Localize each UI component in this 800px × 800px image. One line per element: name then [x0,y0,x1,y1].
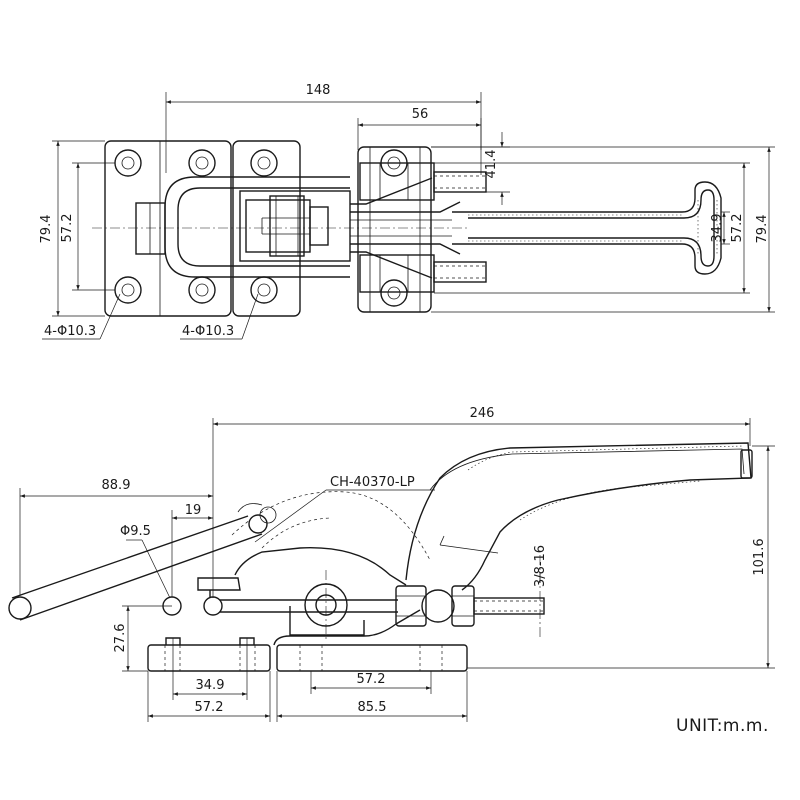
latch-loop [164,176,350,278]
left-base-plate [104,140,232,317]
dim-right-57-2: 57.2 [730,214,745,243]
dim-148: 148 [306,83,331,98]
dim-101-6: 101.6 [752,538,767,575]
right-base-plate [232,140,301,317]
dim-27-6: 27.6 [113,624,128,653]
stud-top [433,171,487,193]
dim-41-4: 41.4 [484,150,499,179]
dim-left-57-2: 57.2 [60,214,75,243]
dim-34-9: 34.9 [196,678,225,693]
top-view: 148 56 41.4 79.4 57.2 34.9 57.2 79. [39,83,775,340]
dim-88-9: 88.9 [102,478,131,493]
dim-57-2-right: 57.2 [357,672,386,687]
stud-assembly [395,585,545,627]
thread-label: 3/8-16 [533,545,548,587]
dim-246: 246 [470,406,495,421]
stud-bottom [433,261,487,283]
dim-right-34-9: 34.9 [710,214,725,243]
dim-left-79-4: 79.4 [39,215,54,244]
handle-side [405,442,753,591]
model-label: CH-40370-LP [330,475,415,490]
dim-85-5: 85.5 [358,700,387,715]
body-flange [357,146,435,313]
dim-19: 19 [185,503,202,518]
unit-label: UNIT:m.m. [676,716,769,736]
callout-holes-right: 4-Φ10.3 [182,324,234,339]
lever-arm [8,503,277,621]
clamp-body [162,547,421,646]
clevis [239,190,351,262]
bases [147,637,468,672]
dim-57-2-left: 57.2 [195,700,224,715]
side-view: 246 88.9 19 Φ9.5 CH-40370-LP 3/8-16 101.… [8,406,775,722]
dim-56: 56 [412,107,429,122]
callout-holes-left: 4-Φ10.3 [44,324,96,339]
dim-right-79-4: 79.4 [755,215,770,244]
callout-pin-dia: Φ9.5 [120,524,151,539]
swing-arc [231,491,431,561]
handle-top [452,181,722,275]
mounting-holes [114,149,278,304]
